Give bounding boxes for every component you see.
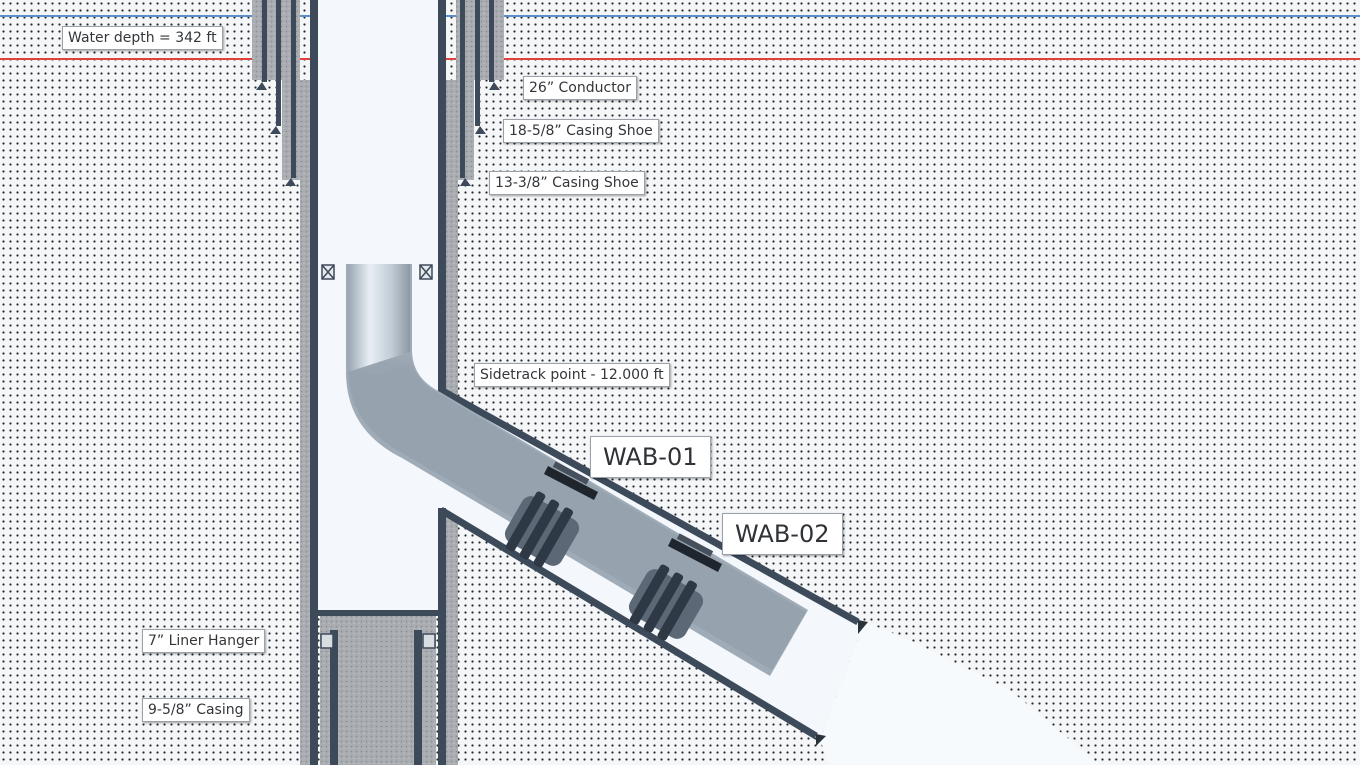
liner-7in [318,610,438,765]
casing-18-5-8 [270,0,486,134]
casing-958-label: 9-5/8” Casing [142,698,250,722]
water-depth-label: Water depth = 342 ft [62,26,223,50]
casing-shoe-18-label: 18-5/8” Casing Shoe [503,119,659,143]
liner-hanger-label: 7” Liner Hanger [142,629,266,653]
casing-13-3-8 [285,0,471,186]
anchor-markers [321,264,433,280]
casing-shoe-13-label: 13-3/8” Casing Shoe [489,171,645,195]
open-hole-section [820,622,1100,765]
wab-01-tool [544,461,598,500]
scraper-tool-2 [628,564,704,641]
conductor-label: 26” Conductor [523,76,637,100]
conductor-casing [256,0,500,90]
scraper-tool-1 [504,491,580,568]
sidetrack-point-label: Sidetrack point - 12.000 ft [474,363,670,387]
wab-02-tool [668,533,722,572]
casing-9-5-8 [310,0,446,765]
wab-02-label: WAB-02 [722,513,843,555]
sidetrack-casing [439,386,868,746]
wab-01-label: WAB-01 [590,436,711,478]
